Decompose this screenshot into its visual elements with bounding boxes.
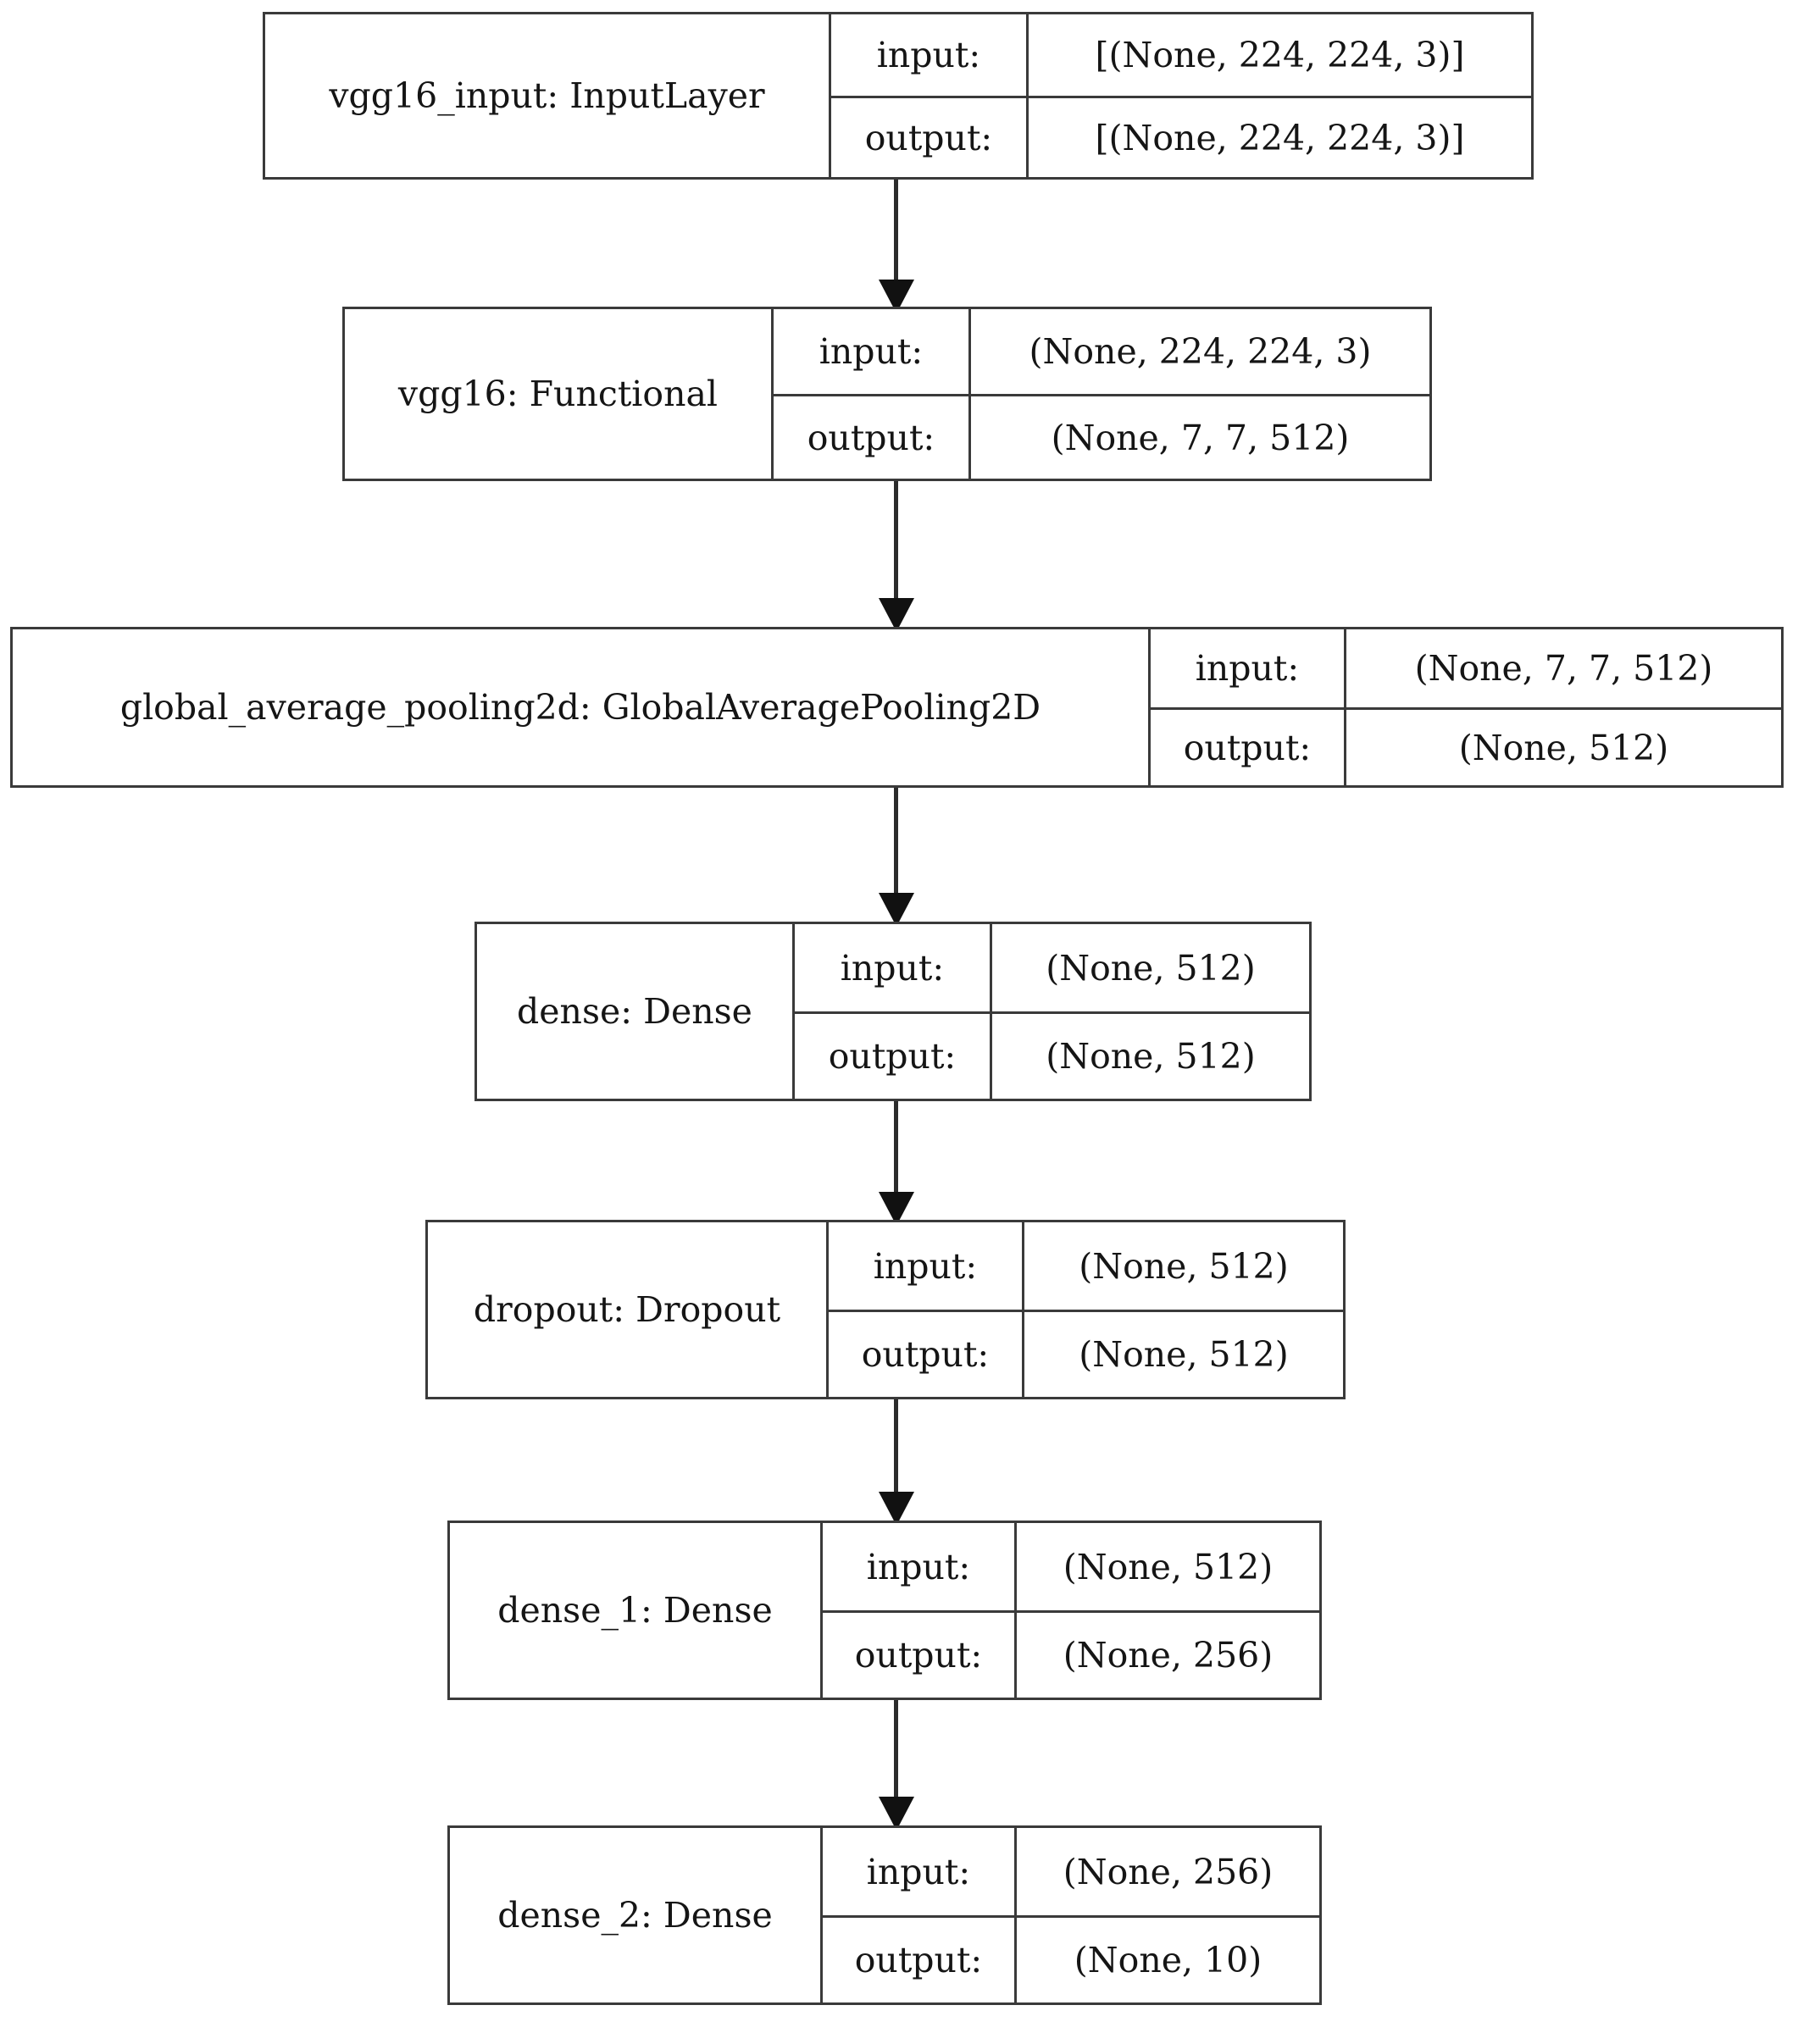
edge-shaft: [894, 1699, 898, 1803]
output-label: output:: [854, 1635, 983, 1676]
edge-dense_1-to-dense_2: [879, 1699, 914, 1832]
output-shape-value: (None, 256): [1014, 1613, 1319, 1698]
layer-node-output-row: output: (None, 512): [795, 1011, 1309, 1099]
input-label: input:: [819, 331, 924, 372]
arrowhead-icon: [879, 1492, 914, 1526]
layer-node-vgg16[interactable]: vgg16: Functional input: (None, 224, 224…: [342, 307, 1432, 481]
layer-node-output-row: output: (None, 10): [823, 1915, 1319, 2002]
input-shape-value: (None, 7, 7, 512): [1344, 629, 1781, 707]
layer-node-name: vgg16_input: InputLayer: [329, 75, 765, 116]
arrowhead-icon: [879, 598, 914, 632]
output-shape-value: [(None, 224, 224, 3)]: [1026, 98, 1531, 177]
layer-node-input-row: input: (None, 224, 224, 3): [774, 309, 1429, 394]
layer-node-output-row: output: (None, 512): [1151, 707, 1781, 785]
layer-node-name: dropout: Dropout: [473, 1289, 781, 1330]
input-shape-value: (None, 512): [990, 924, 1309, 1011]
input-shape-value: (None, 512): [1022, 1222, 1343, 1310]
layer-node-name: dense_1: Dense: [497, 1590, 773, 1631]
input-label: input:: [866, 1546, 971, 1587]
layer-node-dropout[interactable]: dropout: Dropout input: (None, 512) outp…: [425, 1220, 1346, 1399]
layer-node-output-row: output: (None, 7, 7, 512): [774, 394, 1429, 479]
input-shape-value: (None, 256): [1014, 1828, 1319, 1915]
edge-shaft: [894, 176, 898, 286]
input-label: input:: [873, 1245, 978, 1287]
layer-node-io-table: input: [(None, 224, 224, 3)] output: [(N…: [829, 14, 1531, 177]
layer-node-name: dense_2: Dense: [497, 1895, 773, 1936]
layer-node-dense-1[interactable]: dense_1: Dense input: (None, 512) output…: [447, 1521, 1322, 1700]
edge-dropout-to-dense_1: [879, 1399, 914, 1527]
output-shape-value: (None, 512): [1022, 1312, 1343, 1397]
layer-node-global-average-pooling2d[interactable]: global_average_pooling2d: GlobalAverageP…: [10, 627, 1784, 788]
layer-node-io-table: input: (None, 256) output: (None, 10): [820, 1828, 1319, 2002]
output-label: output:: [861, 1334, 990, 1375]
layer-node-name: dense: Dense: [517, 991, 752, 1032]
output-shape-value: (None, 512): [990, 1014, 1309, 1099]
arrowhead-icon: [879, 893, 914, 927]
layer-node-input-row: input: (None, 512): [829, 1222, 1343, 1310]
layer-node-name: vgg16: Functional: [397, 374, 719, 414]
layer-node-io-table: input: (None, 512) output: (None, 256): [820, 1523, 1319, 1698]
layer-node-output-row: output: [(None, 224, 224, 3)]: [831, 96, 1531, 177]
output-shape-value: (None, 512): [1344, 710, 1781, 785]
edge-shaft: [894, 481, 898, 605]
layer-node-input-row: input: (None, 7, 7, 512): [1151, 629, 1781, 707]
layer-node-io-table: input: (None, 512) output: (None, 512): [826, 1222, 1343, 1397]
edge-vgg16_input-to-vgg16: [879, 176, 914, 313]
layer-node-io-table: input: (None, 512) output: (None, 512): [792, 924, 1309, 1099]
layer-node-input-row: input: (None, 512): [823, 1523, 1319, 1610]
input-shape-value: [(None, 224, 224, 3)]: [1026, 14, 1531, 96]
input-label: input:: [840, 947, 945, 989]
output-label: output:: [864, 117, 993, 158]
layer-node-input-row: input: (None, 256): [823, 1828, 1319, 1915]
input-label: input:: [1195, 648, 1300, 689]
edge-shaft: [894, 1100, 898, 1199]
output-shape-value: (None, 7, 7, 512): [968, 396, 1429, 479]
layer-node-input-row: input: (None, 512): [795, 924, 1309, 1011]
output-label: output:: [1183, 727, 1312, 768]
edge-vgg16-to-gap2d: [879, 481, 914, 634]
layer-node-output-row: output: (None, 512): [829, 1310, 1343, 1397]
layer-node-io-table: input: (None, 7, 7, 512) output: (None, …: [1148, 629, 1781, 785]
input-shape-value: (None, 512): [1014, 1523, 1319, 1610]
output-label: output:: [828, 1036, 957, 1077]
layer-node-output-row: output: (None, 256): [823, 1610, 1319, 1698]
output-label: output:: [807, 417, 935, 458]
edge-gap2d-to-dense: [879, 784, 914, 928]
layer-node-io-table: input: (None, 224, 224, 3) output: (None…: [771, 309, 1429, 479]
edge-dense-to-dropout: [879, 1100, 914, 1227]
output-label: output:: [854, 1940, 983, 1980]
layer-node-dense[interactable]: dense: Dense input: (None, 512) output: …: [474, 922, 1312, 1101]
input-label: input:: [876, 35, 981, 75]
layer-node-vgg16-input[interactable]: vgg16_input: InputLayer input: [(None, 2…: [263, 12, 1534, 180]
layer-node-name: global_average_pooling2d: GlobalAverageP…: [119, 687, 1041, 728]
layer-node-input-row: input: [(None, 224, 224, 3)]: [831, 14, 1531, 96]
output-shape-value: (None, 10): [1014, 1918, 1319, 2002]
layer-node-dense-2[interactable]: dense_2: Dense input: (None, 256) output…: [447, 1825, 1322, 2005]
edge-shaft: [894, 784, 898, 900]
input-label: input:: [866, 1851, 971, 1892]
edge-shaft: [894, 1399, 898, 1498]
input-shape-value: (None, 224, 224, 3): [968, 309, 1429, 394]
arrowhead-icon: [879, 1797, 914, 1831]
